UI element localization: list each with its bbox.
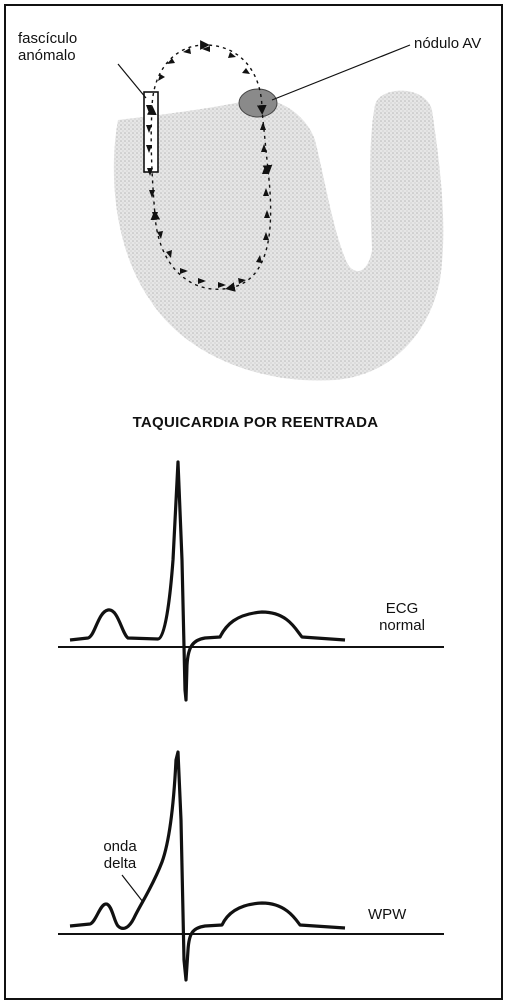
anomalous-fascicle-label-line1: fascículo — [18, 30, 78, 47]
anomalous-fascicle-label: fascículo anómalo — [18, 30, 128, 64]
arrow-mark — [146, 125, 152, 133]
arrow-mark — [152, 212, 158, 220]
delta-wave-label: onda delta — [95, 838, 145, 872]
arrow-mark — [167, 58, 175, 64]
normal-ecg-label-line2: normal — [379, 617, 425, 634]
arrow-mark — [166, 250, 172, 258]
normal-ecg-trace — [69, 460, 346, 702]
arrow-mark — [180, 268, 188, 274]
av-node-label: nódulo AV — [414, 35, 482, 52]
arrow-mark — [149, 190, 155, 198]
reentry-arrows — [146, 46, 270, 288]
arrow-mark — [260, 122, 266, 130]
figure-title: TAQUICARDIA POR REENTRADA — [132, 414, 379, 431]
arrow-mark — [261, 144, 267, 152]
figure-frame — [4, 4, 503, 1000]
reentry-circuit-path — [151, 45, 270, 289]
arrow-mark — [256, 255, 262, 263]
arrow-mark — [263, 232, 269, 240]
heart-ventricles-shape — [113, 90, 444, 381]
av-node-shape — [238, 88, 278, 118]
wpw-label: WPW — [368, 906, 407, 923]
arrow-mark — [263, 188, 269, 196]
arrow-mark — [198, 278, 206, 284]
wpw-ecg-trace — [69, 750, 346, 982]
arrow-mark — [238, 278, 246, 284]
arrow-mark — [242, 68, 250, 74]
arrow-mark — [262, 166, 268, 174]
delta-wave-label-line1: onda — [103, 838, 137, 855]
arrow-mark — [157, 231, 163, 239]
arrow-mark — [183, 48, 191, 54]
arrow-mark — [228, 52, 236, 58]
arrow-mark — [146, 145, 152, 153]
normal-ecg-label: ECG normal — [362, 600, 442, 634]
arrow-mark — [158, 74, 165, 81]
normal-ecg-label-line1: ECG — [385, 600, 419, 617]
arrow-mark — [264, 210, 270, 218]
arrow-mark — [202, 46, 210, 52]
delta-wave-leader-line — [121, 874, 144, 903]
fascicle-leader-line — [117, 63, 147, 99]
arrow-mark — [147, 168, 153, 176]
av-node-leader-line — [271, 44, 411, 101]
arrow-mark — [146, 105, 152, 113]
anomalous-fascicle-label-line2: anómalo — [18, 47, 76, 64]
delta-wave-label-line2: delta — [103, 855, 137, 872]
arrow-mark — [218, 282, 226, 288]
